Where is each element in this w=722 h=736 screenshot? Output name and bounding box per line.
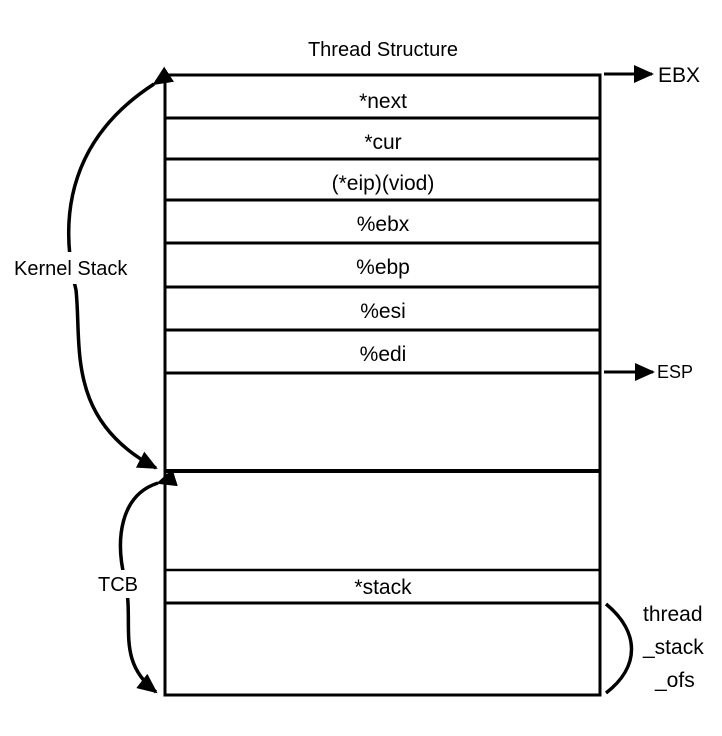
thread-stack-ofs-bracket (604, 602, 634, 695)
field-stack: *stack (354, 576, 412, 599)
field-ebp: %ebp (356, 256, 410, 279)
field-esi: %esi (360, 300, 406, 323)
thread-stack-ofs-line-2: _stack (642, 636, 704, 659)
kernel-stack-label: Kernel Stack (14, 258, 128, 280)
diagram-title: Thread Structure (308, 39, 458, 61)
field-next: *next (359, 90, 407, 113)
ebx-label: EBX (658, 64, 700, 87)
kernel-stack-arrow (66, 66, 174, 470)
field-labels: *next *cur (*eip)(viod) %ebx %ebp %esi %… (332, 90, 435, 599)
row-dividers (165, 116, 600, 605)
field-ebx: %ebx (357, 213, 410, 236)
thread-stack-ofs-line-1: thread (643, 603, 703, 626)
field-cur: *cur (364, 131, 401, 154)
tcb-label: TCB (98, 574, 138, 596)
field-edi: %edi (360, 343, 407, 366)
field-eip: (*eip)(viod) (332, 172, 435, 195)
thread-stack-ofs-label: thread _stack _ofs (642, 603, 704, 692)
thread-stack-ofs-line-3: _ofs (654, 669, 695, 692)
esp-label: ESP (657, 362, 693, 382)
